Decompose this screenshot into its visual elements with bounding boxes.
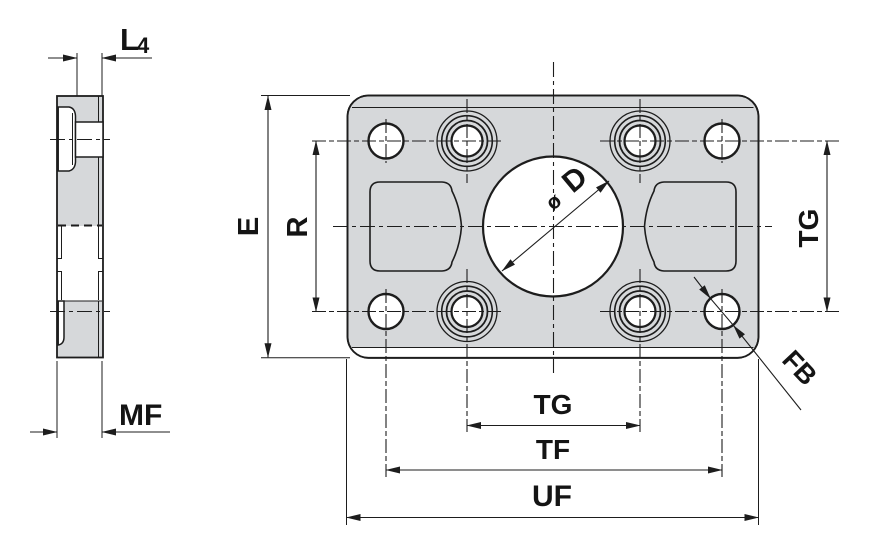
bore-diameter-arrow bbox=[501, 180, 610, 272]
label-mf: MF bbox=[119, 399, 162, 432]
label-tg-bottom: TG bbox=[534, 389, 573, 420]
label-tf: TF bbox=[536, 434, 570, 465]
label-e: E bbox=[233, 217, 265, 236]
side-view-bore-inner-lines bbox=[61, 226, 99, 300]
label-fb: FB bbox=[776, 344, 822, 391]
hole-column-centerlines-top bbox=[385, 99, 723, 183]
dimension-l4: L 4 bbox=[48, 22, 152, 96]
dimension-mf: MF bbox=[30, 361, 170, 438]
dimension-tg-bottom: TG bbox=[466, 389, 641, 429]
dimension-uf: UF bbox=[346, 480, 759, 521]
label-r: R bbox=[282, 216, 314, 237]
side-view: L 4 MF bbox=[30, 22, 170, 438]
dimension-tg-right: TG bbox=[793, 140, 831, 312]
hole-row-centerlines bbox=[312, 140, 840, 313]
hole-column-centerlines-bottom bbox=[385, 269, 723, 477]
dimension-e: E bbox=[233, 95, 350, 359]
front-view: E R TG TG TF UF bbox=[233, 62, 840, 525]
dimension-tf: TF bbox=[385, 434, 723, 474]
label-tg-right: TG bbox=[793, 209, 824, 248]
dimension-r: R bbox=[282, 140, 320, 312]
fb-arrow-upper bbox=[693, 276, 711, 299]
side-view-port-ticks bbox=[57, 258, 103, 272]
side-view-bottom-cavity bbox=[57, 300, 65, 346]
fb-chord-line bbox=[710, 298, 734, 326]
label-l4: L bbox=[120, 22, 139, 57]
fb-arrow-lower bbox=[733, 325, 802, 411]
side-view-counterbore-cavity bbox=[57, 106, 77, 172]
side-view-bore-band bbox=[58, 226, 102, 301]
bottom-step-band bbox=[347, 347, 759, 358]
label-l4-subscript: 4 bbox=[137, 33, 150, 58]
label-uf: UF bbox=[532, 480, 572, 513]
